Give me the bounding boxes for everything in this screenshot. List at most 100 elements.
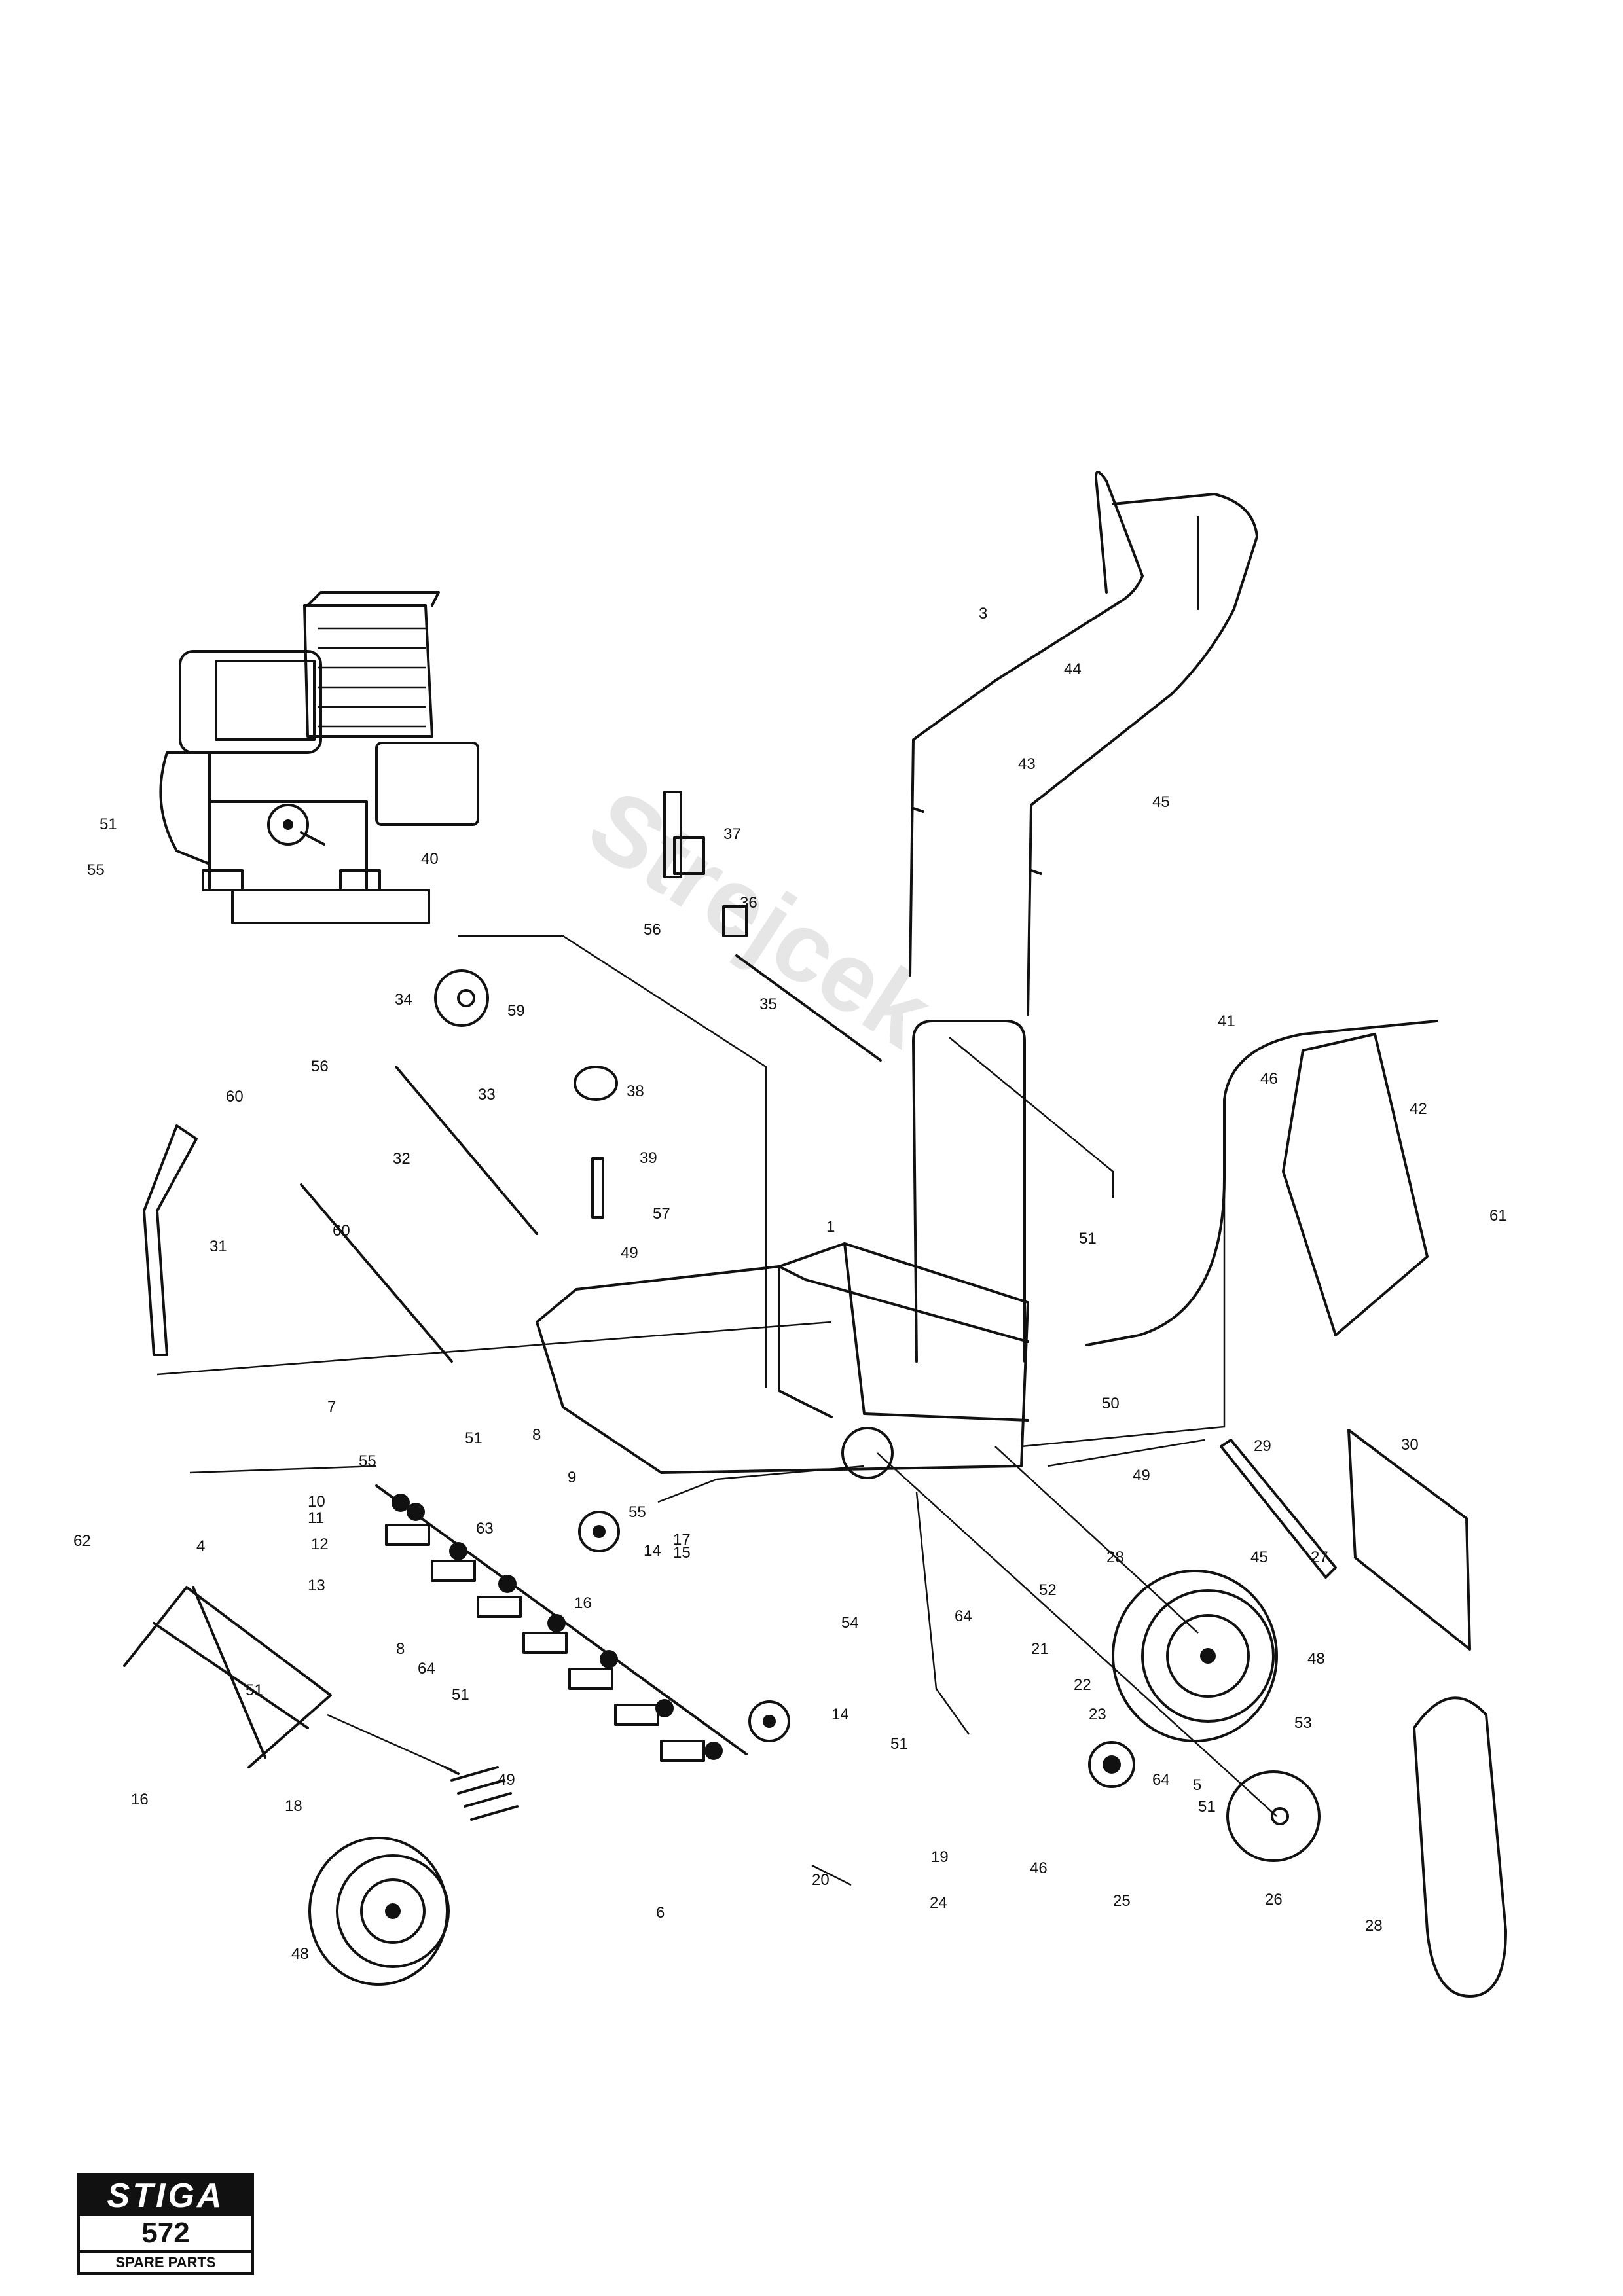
label: 8: [396, 1640, 405, 1658]
label: 55: [629, 1503, 646, 1521]
label: 19: [931, 1848, 949, 1866]
label: 51: [1079, 1230, 1097, 1247]
label: 51: [100, 816, 117, 833]
stiga-logo: STIGA 572 SPARE PARTS: [77, 2173, 254, 2275]
label: 16: [574, 1594, 592, 1612]
label: 17: [673, 1531, 691, 1549]
label: 60: [226, 1088, 244, 1105]
cover-drawing: [1347, 1429, 1471, 1651]
upper-handle-drawing: [909, 471, 1258, 1016]
label: 51: [452, 1686, 469, 1704]
label: 35: [759, 996, 777, 1013]
label: 45: [1250, 1549, 1268, 1566]
label: 11: [308, 1509, 324, 1527]
label: 31: [210, 1238, 227, 1255]
leader-lines: [156, 935, 1277, 1886]
label: 6: [656, 1904, 665, 1922]
label: 28: [1365, 1917, 1383, 1935]
label: 51: [1198, 1798, 1216, 1816]
label: 60: [333, 1222, 350, 1240]
height-frame-drawing: [123, 1586, 332, 1768]
label: 27: [1311, 1549, 1328, 1566]
label: 7: [327, 1398, 336, 1416]
spring-drawing: [444, 1766, 519, 1821]
label: 14: [831, 1706, 849, 1723]
chassis-drawing: [536, 1242, 1029, 1479]
label: 55: [87, 861, 105, 879]
label: 57: [653, 1205, 670, 1223]
label: 48: [291, 1945, 309, 1963]
label: 45: [1152, 793, 1170, 811]
label: 3: [979, 605, 987, 622]
label: 5: [1193, 1776, 1201, 1794]
label: 51: [465, 1429, 483, 1447]
label: 55: [359, 1452, 376, 1470]
label: 36: [740, 894, 757, 912]
label: 64: [955, 1607, 972, 1625]
bracket-31-drawing: [143, 1124, 198, 1356]
label: 64: [1152, 1771, 1170, 1789]
label: 18: [285, 1797, 302, 1815]
label: 62: [73, 1532, 91, 1550]
label: 30: [1401, 1436, 1419, 1454]
v-belt-drawing: [1413, 1696, 1507, 1998]
label: 28: [1106, 1549, 1124, 1566]
label: 38: [627, 1083, 644, 1100]
label: 25: [1113, 1892, 1131, 1910]
label: 13: [308, 1577, 325, 1594]
bracket-29-drawing: [1220, 1439, 1337, 1579]
rotor-pulley-drawing: [1226, 1770, 1321, 1862]
label: 16: [131, 1791, 149, 1808]
label: 37: [723, 825, 741, 843]
front-wheel-drawing: [308, 1837, 450, 1986]
label: 14: [644, 1542, 661, 1560]
label: 40: [421, 850, 439, 868]
rod-32-drawing: [300, 1183, 453, 1363]
label: 10: [308, 1493, 325, 1511]
label: 49: [621, 1244, 638, 1262]
belt-guard-drawing: [1282, 1033, 1429, 1336]
label: 4: [196, 1537, 205, 1555]
rear-wheel-drawing: [1112, 1570, 1278, 1742]
knob-drawing: [574, 1066, 618, 1219]
lever-drawing: [663, 791, 748, 937]
label: 26: [1265, 1891, 1283, 1909]
label: 42: [1410, 1100, 1427, 1118]
lower-handle-drawing: [912, 1020, 1026, 1363]
label: 63: [476, 1520, 494, 1537]
label: 43: [1018, 755, 1036, 773]
label: 8: [532, 1426, 541, 1444]
rotor-drawing: [375, 1484, 790, 1762]
label: 56: [644, 921, 661, 939]
label: 41: [1218, 1013, 1235, 1030]
watermark: Strejcek: [570, 768, 951, 1068]
label: 9: [568, 1469, 576, 1486]
label: 21: [1031, 1640, 1049, 1658]
label: 23: [1089, 1706, 1106, 1723]
label: 49: [1133, 1467, 1150, 1484]
label: 29: [1254, 1437, 1271, 1455]
label: 46: [1260, 1070, 1278, 1088]
label: 24: [930, 1894, 947, 1912]
label: 52: [1039, 1581, 1057, 1599]
logo-caption: SPARE PARTS: [115, 2254, 216, 2270]
label: 39: [640, 1149, 657, 1167]
label: 33: [478, 1086, 496, 1103]
label: 15: [673, 1544, 691, 1562]
label: 12: [311, 1535, 329, 1553]
engine-drawing: [159, 591, 479, 924]
model-number: 572: [80, 2216, 251, 2253]
label: 61: [1489, 1207, 1507, 1225]
brand-name: STIGA: [80, 2176, 251, 2216]
part-labels: 3 44 43 45 37 36 56 35 51 55 40 34 59 41…: [73, 605, 1507, 1963]
label: 32: [393, 1150, 410, 1168]
label: 64: [418, 1660, 435, 1677]
label: 46: [1030, 1859, 1048, 1877]
shaft-33-drawing: [395, 1066, 538, 1235]
label: 59: [507, 1002, 525, 1020]
label: 53: [1294, 1714, 1312, 1732]
label: 34: [395, 991, 412, 1009]
label: 50: [1102, 1395, 1120, 1412]
label: 56: [311, 1058, 329, 1075]
